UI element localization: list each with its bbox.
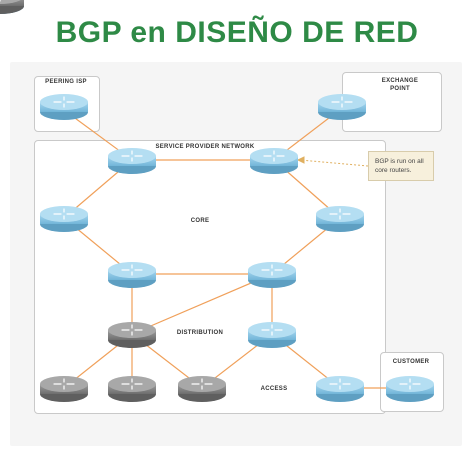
router-exchange-point [317, 93, 367, 121]
router-core-right [315, 205, 365, 233]
note-arrow [296, 156, 369, 167]
router-access-4 [315, 375, 365, 403]
exchange-point-box [342, 72, 442, 132]
bgp-note-line1: BGP is run on all [375, 158, 424, 165]
router-core-top-right [249, 147, 299, 175]
router-core-left [39, 205, 89, 233]
link-cross [131, 273, 273, 335]
router-distribution-left [107, 321, 157, 349]
router-core-bottom-right [247, 261, 297, 289]
exchange-point-label-line2: POINT [390, 86, 410, 92]
core-label: CORE [190, 218, 210, 224]
peering-isp-label: PEERING ISP [45, 79, 87, 85]
service-provider-network-box [34, 140, 386, 414]
distribution-label: DISTRIBUTION [176, 330, 224, 336]
router-distribution-right [247, 321, 297, 349]
access-label: ACCESS [260, 386, 288, 392]
router-peering-isp [39, 93, 89, 121]
links [63, 107, 410, 389]
page-title: BGP en DISEÑO DE RED [55, 16, 419, 49]
bgp-note-line2: core routers. [375, 167, 412, 174]
router-access-1 [39, 375, 89, 403]
bgp-note: BGP is run on all core routers. [368, 151, 434, 181]
router-core-top-left [107, 147, 157, 175]
router-access-2 [107, 375, 157, 403]
customer-label: CUSTOMER [392, 359, 430, 365]
exchange-point-label: EXCHANGE [381, 78, 419, 84]
router-customer [385, 375, 435, 403]
router-core-bottom-left [107, 261, 157, 289]
service-provider-network-label: SERVICE PROVIDER NETWORK [155, 144, 255, 150]
router-access-3 [177, 375, 227, 403]
